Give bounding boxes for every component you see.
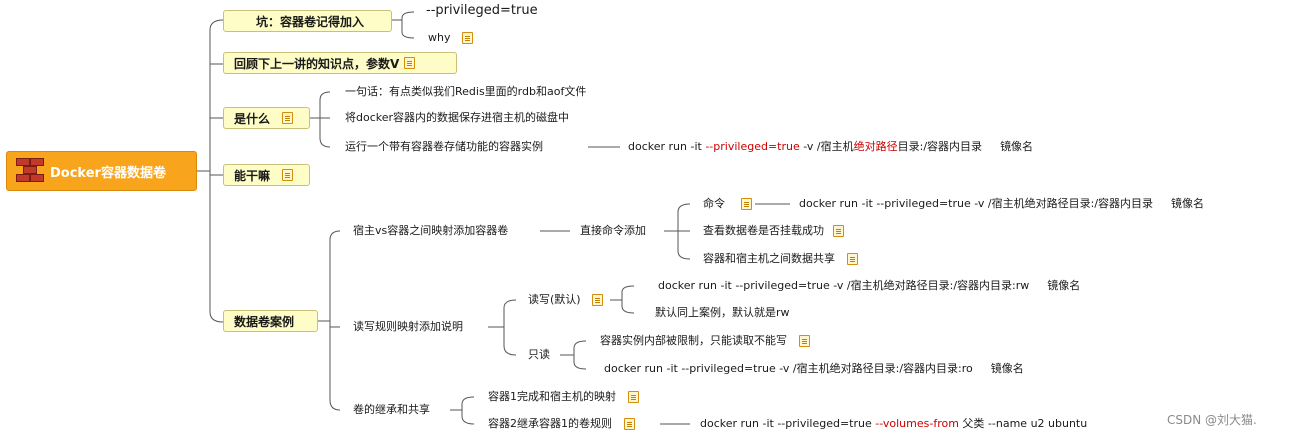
brick-logo-icon xyxy=(16,158,44,184)
cmd-image: 镜像名 xyxy=(990,362,1024,375)
note-icon[interactable] xyxy=(627,391,639,403)
branch-pit[interactable]: 坑：容器卷记得加入 xyxy=(223,10,392,32)
note-icon[interactable] xyxy=(461,32,473,44)
branch-review[interactable]: 回顾下上一讲的知识点，参数V xyxy=(223,52,457,74)
note-icon[interactable] xyxy=(846,253,858,265)
what-item-1[interactable]: 一句话：有点类似我们Redis里面的rdb和aof文件 xyxy=(345,85,587,98)
case-inherit[interactable]: 卷的继承和共享 xyxy=(353,403,430,416)
case-rw-rule[interactable]: 读写规则映射添加说明 xyxy=(353,320,463,333)
root-node[interactable]: Docker容器数据卷 xyxy=(6,151,197,191)
cmd-volumes-from: --volumes-from xyxy=(875,417,959,430)
cmd-image: 镜像名 xyxy=(1047,279,1081,292)
case-container2-label: 容器2继承容器1的卷规则 xyxy=(488,417,612,430)
cmd-part: docker run -it xyxy=(628,140,706,153)
case-ro-note-label: 容器实例内部被限制，只能读取不能写 xyxy=(600,334,787,347)
cmd-abs-path: 绝对路径 xyxy=(853,140,898,153)
case-container1-label: 容器1完成和宿主机的映射 xyxy=(488,390,616,403)
note-icon[interactable] xyxy=(404,57,416,69)
cmd-text: docker run -it --privileged=true -v /宿主机… xyxy=(604,362,973,375)
branch-pit-label: 坑：容器卷记得加入 xyxy=(256,14,365,29)
cmd-image: 镜像名 xyxy=(1000,140,1034,153)
note-icon[interactable] xyxy=(832,225,844,237)
branch-what[interactable]: 是什么 xyxy=(223,107,310,129)
case-container1[interactable]: 容器1完成和宿主机的映射 xyxy=(488,390,639,404)
cmd-part: -v /宿主机 xyxy=(799,140,854,153)
case-share-label: 容器和宿主机之间数据共享 xyxy=(703,252,835,265)
what-item-2[interactable]: 将docker容器内的数据保存进宿主机的磁盘中 xyxy=(345,111,570,124)
cmd-text: docker run -it --privileged=true -v /宿主机… xyxy=(799,197,1154,210)
branch-what-label: 是什么 xyxy=(234,111,271,126)
case-command[interactable]: 命令 xyxy=(703,197,752,211)
case-container2-cmd[interactable]: docker run -it --privileged=true --volum… xyxy=(700,417,1087,431)
branch-case-label: 数据卷案例 xyxy=(234,314,295,329)
what-command[interactable]: docker run -it --privileged=true -v /宿主机… xyxy=(628,140,1033,154)
pit-why-label: why xyxy=(428,31,451,44)
cmd-part: --name u2 ubuntu xyxy=(984,417,1088,430)
cmd-part: 父类 xyxy=(958,417,985,430)
branch-use-label: 能干嘛 xyxy=(234,168,271,183)
note-icon[interactable] xyxy=(623,418,635,430)
cmd-part: 目录:/容器内目录 xyxy=(897,140,983,153)
case-direct[interactable]: 直接命令添加 xyxy=(580,224,646,237)
note-icon[interactable] xyxy=(282,112,294,124)
note-icon[interactable] xyxy=(740,198,752,210)
case-ro-cmd[interactable]: docker run -it --privileged=true -v /宿主机… xyxy=(604,362,1024,376)
note-icon[interactable] xyxy=(282,169,294,181)
note-icon[interactable] xyxy=(592,294,604,306)
case-rw-default[interactable]: 读写(默认) xyxy=(528,293,604,307)
case-share[interactable]: 容器和宿主机之间数据共享 xyxy=(703,252,858,266)
case-rw-note[interactable]: 默认同上案例，默认就是rw xyxy=(655,306,790,319)
cmd-privileged: --privileged=true xyxy=(705,140,800,153)
root-label: Docker容器数据卷 xyxy=(50,165,166,181)
watermark: CSDN @刘大猫. xyxy=(1167,413,1257,427)
pit-privileged[interactable]: --privileged=true xyxy=(426,3,538,18)
case-check[interactable]: 查看数据卷是否挂载成功 xyxy=(703,224,844,238)
branch-review-label: 回顾下上一讲的知识点，参数V xyxy=(234,56,400,71)
case-ro[interactable]: 只读 xyxy=(528,348,550,361)
case-ro-note[interactable]: 容器实例内部被限制，只能读取不能写 xyxy=(600,334,810,348)
case-check-label: 查看数据卷是否挂载成功 xyxy=(703,224,824,237)
case-command-label: 命令 xyxy=(703,197,725,210)
case-rw-default-label: 读写(默认) xyxy=(528,293,581,306)
cmd-part: docker run -it --privileged=true xyxy=(700,417,876,430)
note-icon[interactable] xyxy=(798,335,810,347)
cmd-image: 镜像名 xyxy=(1171,197,1205,210)
cmd-text: docker run -it --privileged=true -v /宿主机… xyxy=(658,279,1030,292)
case-container2[interactable]: 容器2继承容器1的卷规则 xyxy=(488,417,635,431)
pit-why[interactable]: why xyxy=(428,31,473,45)
case-mapping[interactable]: 宿主vs容器之间映射添加容器卷 xyxy=(353,224,509,237)
case-command-text[interactable]: docker run -it --privileged=true -v /宿主机… xyxy=(799,197,1204,211)
branch-use[interactable]: 能干嘛 xyxy=(223,164,310,186)
case-rw-cmd[interactable]: docker run -it --privileged=true -v /宿主机… xyxy=(658,279,1080,293)
what-item-3[interactable]: 运行一个带有容器卷存储功能的容器实例 xyxy=(345,140,543,153)
branch-case[interactable]: 数据卷案例 xyxy=(223,310,318,332)
